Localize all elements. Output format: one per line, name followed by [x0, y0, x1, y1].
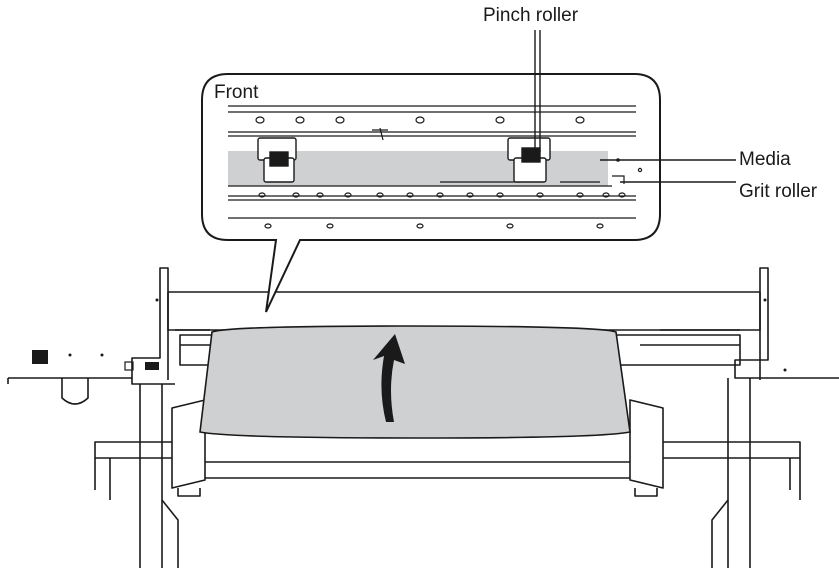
panel-details: [32, 298, 787, 372]
label-front: Front: [214, 82, 259, 103]
feed-direction-arrow: [373, 334, 405, 422]
callout-detail: [228, 105, 636, 219]
leader-lines: [534, 30, 736, 183]
label-grit-roller: Grit roller: [739, 181, 818, 202]
callout-pinch-roller-right: [507, 137, 551, 183]
label-media: Media: [739, 149, 791, 170]
label-pinch-roller: Pinch roller: [483, 5, 579, 26]
callout-pinch-roller-left: [257, 137, 297, 183]
callout-bubble: [201, 73, 661, 313]
callout-grit-roller: [228, 181, 626, 229]
media-sheet: [199, 325, 631, 439]
